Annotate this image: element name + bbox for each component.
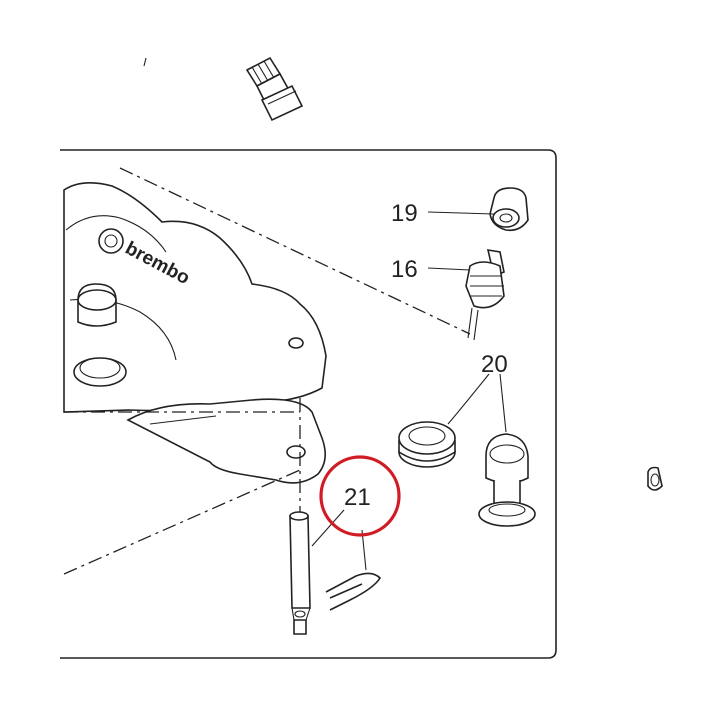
leader-20-seal [447,373,490,425]
assembly-line-lower [63,469,301,575]
small-nut-fragment [647,466,663,491]
brembo-logo-icon [98,228,124,254]
callout-21: 21 [344,484,371,511]
leader-21-clip [361,529,367,571]
leader-16 [427,267,471,271]
part-21-retaining-clip [325,572,382,611]
assembly-line-upper [119,167,471,335]
leader-19 [427,211,495,215]
callout-16: 16 [391,256,418,283]
brake-caliper: brembo [63,182,327,484]
stray-mark [143,57,147,67]
top-bolt [245,56,304,122]
part-16-bleed-screw [465,249,505,341]
callout-19: 19 [391,200,418,227]
leader-21-pin [311,509,345,547]
leader-20-sleeve [499,373,507,433]
part-19-bleed-cap [489,187,529,232]
detail-frame [60,149,557,659]
part-20-dust-seal [398,421,456,468]
callout-20: 20 [481,351,508,378]
part-20-pin-sleeve [478,433,536,527]
highlight-ring [319,455,401,537]
part-21-guide-pin [289,511,311,635]
